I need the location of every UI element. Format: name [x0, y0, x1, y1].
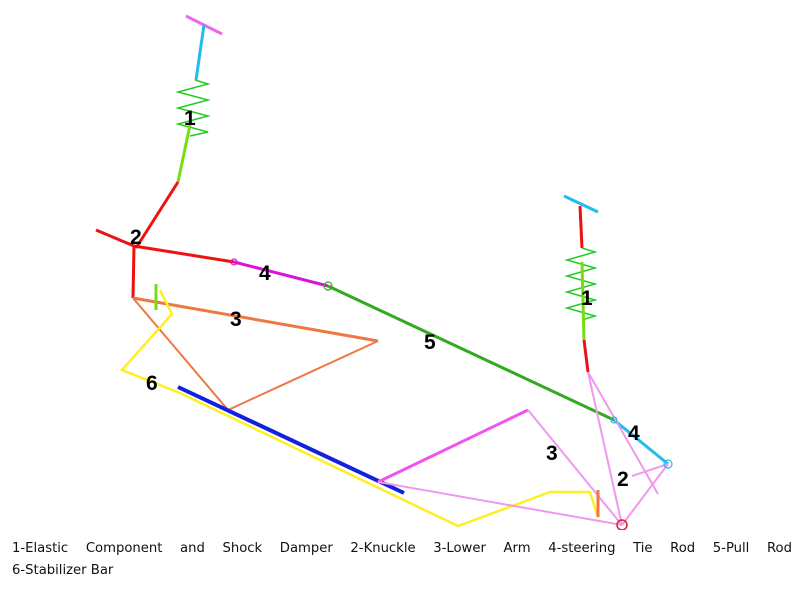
caption-line-2: 6-Stabilizer Bar: [12, 563, 114, 578]
left-tie-rod: [233, 260, 329, 288]
left-shock-to-knuckle: [134, 181, 180, 249]
joint-tie-rod-pull-rod: [323, 281, 333, 291]
label-right-tie-rod: 4: [628, 422, 640, 445]
left-shock-lower-body: [176, 124, 192, 183]
left-lower-arm-front: [132, 296, 379, 343]
right-shock-spring: [564, 247, 598, 321]
right-tie-rod: [613, 418, 669, 466]
left-shock-rod: [194, 24, 206, 81]
right-knuckle-upright: [587, 371, 623, 526]
right-knuckle: [587, 371, 669, 526]
left-knuckle-arm: [95, 228, 135, 248]
stabilizer-bar: [119, 289, 600, 528]
right-knuckle-tie-link: [621, 463, 669, 526]
left-knuckle-steering-arm: [133, 244, 235, 264]
label-pull-rod: 5: [424, 331, 436, 354]
joint-pull-rod-right: [610, 416, 618, 424]
label-right-shock: 1: [581, 287, 593, 310]
left-lower-arm-rear: [227, 340, 379, 411]
pull-rod: [327, 284, 615, 422]
joint-tie-rod-right-outer: [663, 459, 673, 469]
left-shock-spring: [175, 79, 211, 137]
right-shock-lower-body: [580, 261, 586, 341]
left-lower-arm-diagonal: [132, 297, 229, 411]
label-left-tie-rod: 4: [259, 262, 271, 285]
diagram-caption: 1-Elastic Component and Shock Damper 2-K…: [12, 538, 792, 582]
label-left-shock: 1: [184, 107, 196, 130]
stabilizer-link-bar: [177, 385, 405, 495]
left-knuckle: [95, 228, 235, 299]
right-lower-arm-diagonal: [527, 409, 623, 526]
label-left-lower-arm: 3: [230, 308, 242, 331]
stabilizer-bar-main: [119, 289, 600, 528]
right-shock-to-knuckle: [582, 339, 590, 373]
left-shock-absorber: [134, 14, 223, 249]
label-right-knuckle: 2: [617, 468, 629, 491]
left-knuckle-upright: [131, 245, 136, 299]
caption-line-1: 1-Elastic Component and Shock Damper 2-K…: [12, 541, 792, 556]
suspension-diagram: 1 2 4 3 5 6 1 3 4 2: [95, 14, 673, 530]
joint-tie-rod-left-inner: [230, 258, 238, 266]
right-shock-top-mount: [563, 194, 599, 214]
right-shock-absorber: [563, 194, 599, 373]
right-knuckle-steering-arm: [587, 371, 659, 495]
right-lower-arm: [377, 408, 623, 526]
joint-right-lower-ball: [616, 519, 628, 530]
label-right-lower-arm: 3: [546, 442, 558, 465]
right-knuckle-side-link: [631, 463, 669, 477]
right-lower-arm-front: [377, 408, 529, 484]
label-left-knuckle: 2: [130, 226, 142, 249]
label-stabilizer: 6: [146, 372, 158, 395]
right-lower-arm-rear: [377, 481, 623, 526]
right-shock-rod: [578, 205, 584, 249]
left-lower-arm: [132, 284, 379, 411]
